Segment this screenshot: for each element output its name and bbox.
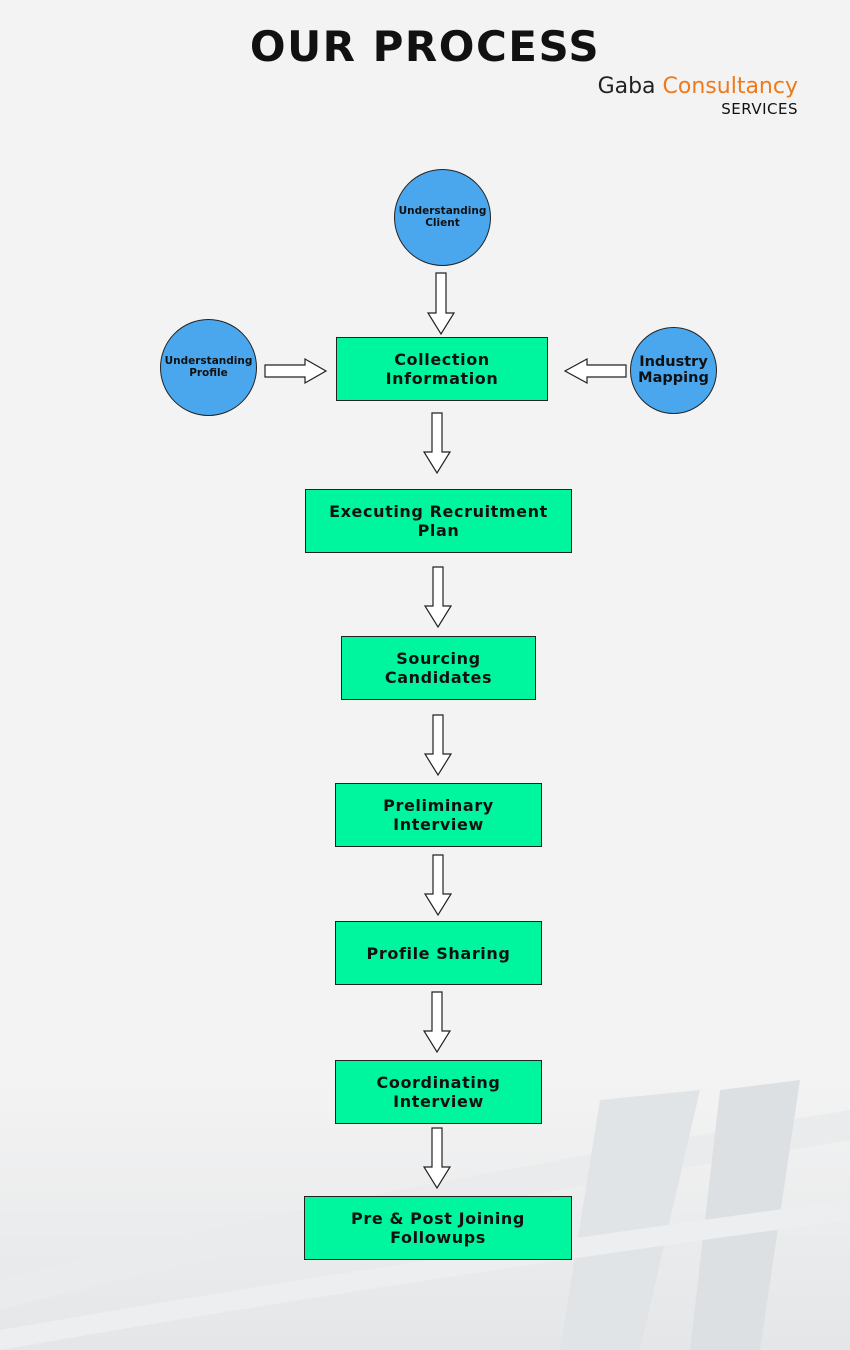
- arrow-left-icon: [563, 357, 627, 385]
- brand-name: Gaba Consultancy: [598, 74, 798, 99]
- arrow-right-icon: [264, 357, 328, 385]
- input-industry-mapping: Industry Mapping: [630, 327, 717, 414]
- step-executing-recruitment-plan: Executing Recruitment Plan: [305, 489, 572, 553]
- arrow-down-icon: [423, 714, 453, 777]
- arrow-down-icon: [422, 412, 452, 475]
- brand-logo: Gaba Consultancy SERVICES: [598, 74, 798, 118]
- input-understanding-client: Understanding Client: [394, 169, 491, 266]
- step-collection-information: Collection Information: [336, 337, 548, 401]
- step-preliminary-interview: Preliminary Interview: [335, 783, 542, 847]
- arrow-down-icon: [422, 991, 452, 1054]
- arrow-down-icon: [422, 1127, 452, 1190]
- brand-name-accent: Consultancy: [662, 74, 798, 99]
- step-sourcing-candidates: Sourcing Candidates: [341, 636, 536, 700]
- step-pre-post-joining-followups: Pre & Post Joining Followups: [304, 1196, 572, 1260]
- input-understanding-profile: Understanding Profile: [160, 319, 257, 416]
- brand-name-primary: Gaba: [597, 74, 656, 99]
- arrow-down-icon: [423, 854, 453, 917]
- arrow-down-icon: [423, 566, 453, 629]
- arrow-down-icon: [426, 272, 456, 336]
- brand-subtitle: SERVICES: [721, 100, 798, 118]
- step-profile-sharing: Profile Sharing: [335, 921, 542, 985]
- page-title: OUR PROCESS: [249, 22, 601, 71]
- step-coordinating-interview: Coordinating Interview: [335, 1060, 542, 1124]
